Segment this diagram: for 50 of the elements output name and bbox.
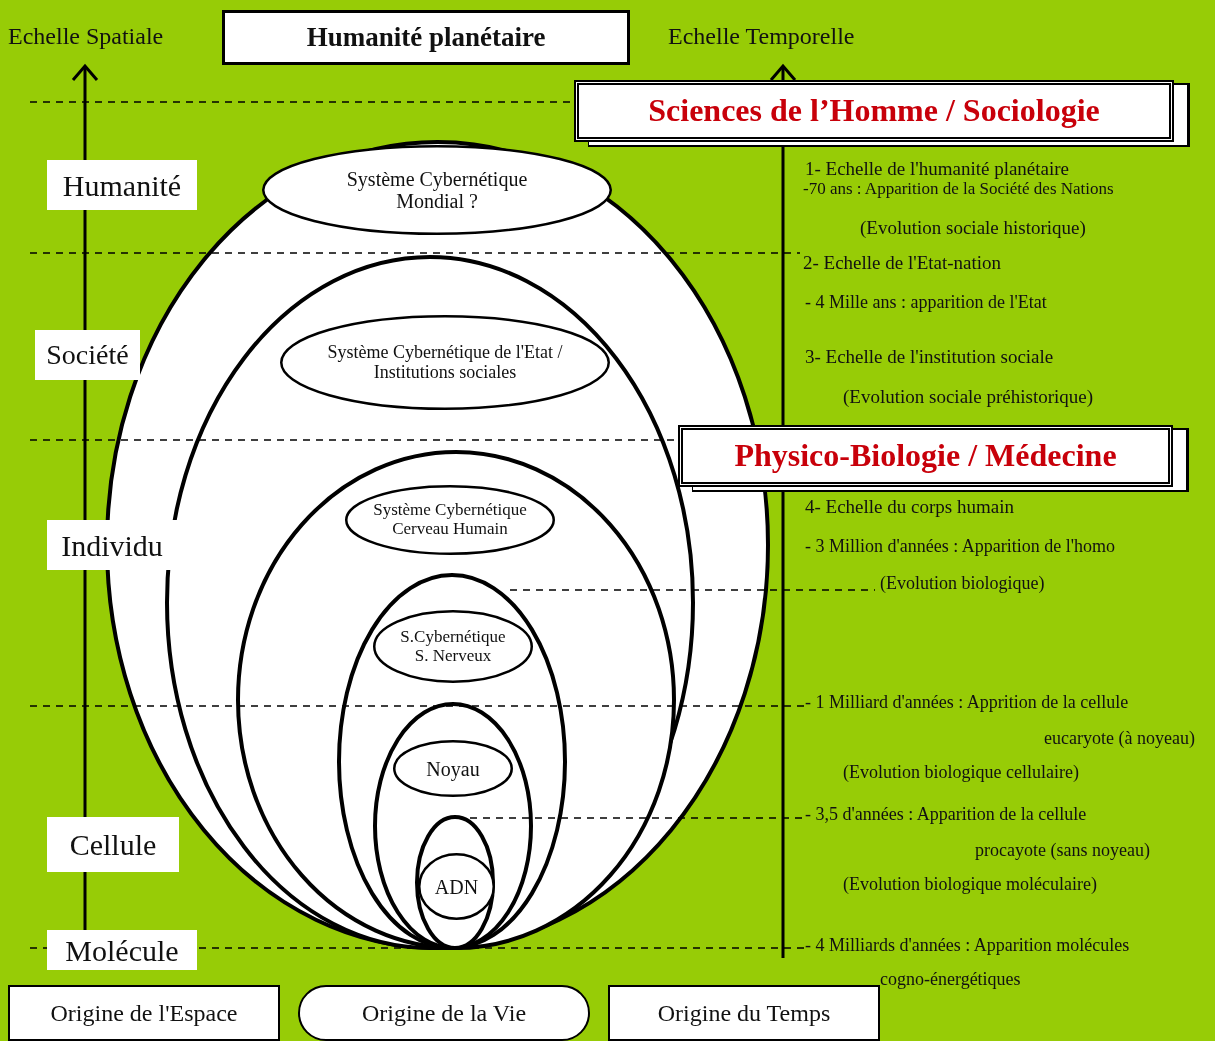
scale-level-label — [47, 160, 197, 210]
timeline-note: - 4 Milliards d'années : Apparition molécules cogno-énergétiques — [805, 934, 1131, 992]
node-text: Humanité — [62, 168, 182, 202]
system-ellipse — [280, 315, 610, 410]
node-text: Noyau — [425, 757, 481, 780]
axis-title: Echelle Spatiale — [8, 22, 164, 51]
timeline-note: -70 ans : Apparition de la Société des Nations — [803, 179, 1114, 200]
timeline-note: - 3,5 d'années : Apparition de la cellule procayote (sans noyeau) — [805, 803, 1150, 862]
origin-box — [608, 985, 880, 1041]
timeline-note: (Evolution biologique) — [880, 572, 1045, 595]
system-ellipse — [418, 853, 495, 920]
node-text: Origine de la Vie — [361, 999, 527, 1027]
node-text: Molécule — [65, 933, 179, 967]
origin-rounded-box — [298, 985, 590, 1041]
node-text: Système Cybernétique Mondial ? — [345, 168, 529, 212]
node-text: Physico-Biologie / Médecine — [734, 438, 1117, 474]
node-text: Humanité planétaire — [306, 22, 546, 53]
timeline-note: (Evolution sociale préhistorique) — [843, 385, 1094, 409]
timeline-note: - 4 Mille ans : apparition de l'Etat — [805, 291, 1047, 314]
node-text: Cellule — [69, 828, 157, 861]
node-text: S.Cybernétique S. Nerveux — [399, 627, 507, 666]
timeline-note: - 1 Milliard d'années : Apprition de la cellule eucaryote (à noyeau) — [805, 691, 1195, 750]
node-text: Système Cybernétique de l'Etat / Institutions sociales — [326, 342, 564, 383]
axis-title: Echelle Temporelle — [668, 22, 855, 51]
node-text: Société — [46, 339, 129, 371]
node-text: ADN — [433, 875, 480, 898]
system-ellipse — [393, 740, 513, 797]
system-ellipse — [262, 145, 612, 235]
node-text: Origine de l'Espace — [50, 999, 238, 1027]
node-text: Sciences de l’Homme / Sociologie — [648, 93, 1100, 129]
system-ellipse — [373, 610, 533, 683]
timeline-note: 1- Echelle de l'humanité planétaire — [805, 157, 1070, 181]
node-text: Origine du Temps — [657, 999, 831, 1027]
system-ellipse — [345, 485, 555, 555]
timeline-note: 2- Echelle de l'Etat-nation — [803, 251, 1002, 275]
timeline-note: (Evolution sociale historique) — [860, 216, 1086, 240]
nested-ellipse — [236, 450, 676, 950]
timeline-note: (Evolution biologique moléculaire) — [843, 873, 1097, 896]
node-text: Individu — [61, 528, 163, 562]
scale-level-label — [35, 330, 140, 380]
timeline-note: 3- Echelle de l'institution sociale — [805, 345, 1054, 369]
scale-level-label — [47, 817, 179, 872]
timeline-note: - 3 Million d'années : Apparition de l'homo — [805, 535, 1115, 558]
origin-box — [8, 985, 280, 1041]
timeline-note: (Evolution biologique cellulaire) — [843, 761, 1079, 784]
scale-level-label — [47, 930, 197, 970]
timeline-note: 4- Echelle du corps humain — [805, 495, 1014, 519]
node-text: Système Cybernétique Cerveau Humain — [372, 501, 528, 539]
scale-level-label — [47, 520, 177, 570]
heading-box — [222, 10, 630, 65]
